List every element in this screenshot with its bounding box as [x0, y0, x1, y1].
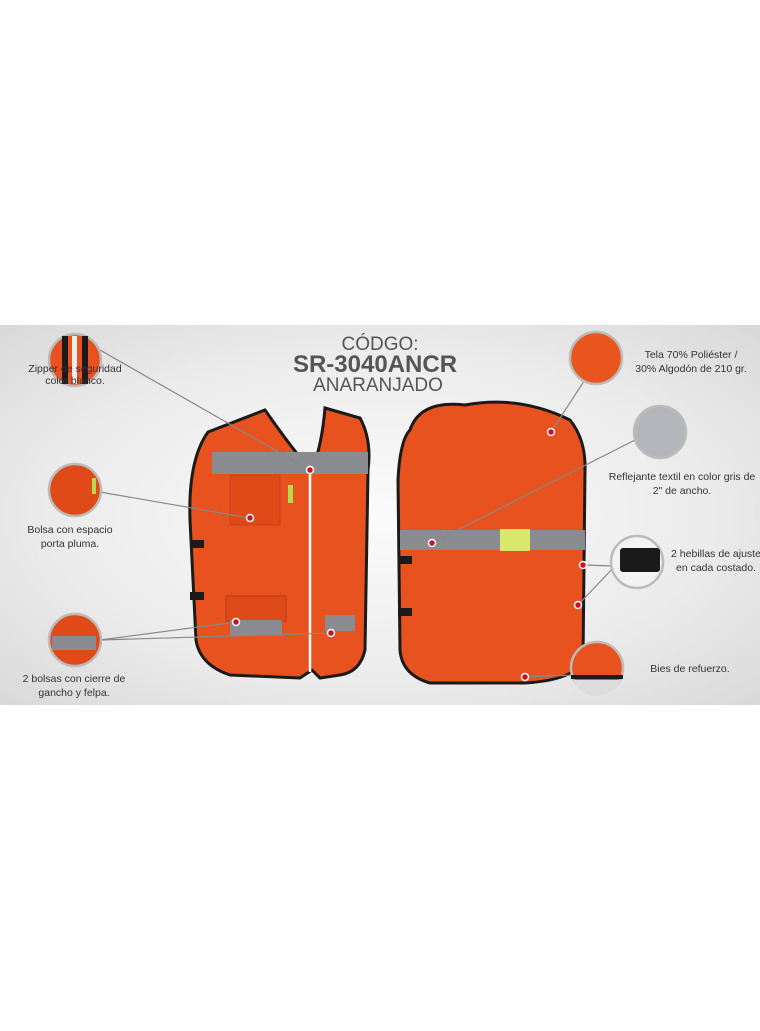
detail-circles — [47, 330, 688, 697]
reflective-stripe — [212, 452, 368, 474]
callout-markers — [231, 427, 588, 682]
fabric-label-1: Tela 70% Poliéster / — [645, 349, 738, 361]
pen-pocket-label-1: Bolsa con espacio — [27, 524, 112, 536]
buckles-label-2: en cada costado. — [676, 562, 756, 574]
reflective-label-2: 2" de ancho. — [653, 485, 712, 497]
fabric-detail — [568, 330, 624, 386]
reflective-detail — [632, 404, 688, 460]
fabric-label-2: 30% Algodón de 210 gr. — [635, 363, 747, 375]
pen-pocket-detail — [47, 462, 103, 518]
callout-lines — [99, 349, 636, 678]
code-label: CÓDGO: — [341, 333, 418, 355]
pockets-label-2: gancho y felpa. — [38, 687, 109, 699]
binding-label: Bies de refuerzo. — [650, 663, 729, 675]
product-banner — [0, 325, 760, 705]
binding-detail — [569, 640, 625, 697]
back-vest — [396, 400, 587, 685]
brand-logo — [500, 529, 530, 551]
reflective-label-1: Reflejante textil en color gris de — [609, 471, 756, 483]
pockets-label-1: 2 bolsas con cierre de — [23, 673, 126, 685]
buckles-label-1: 2 hebillas de ajuste — [671, 548, 760, 560]
buckle-detail — [609, 534, 665, 590]
product-code: SR-3040ANCR — [293, 351, 457, 378]
zipper-label-1: Zipper de seguridad — [28, 363, 122, 375]
chest-pocket — [229, 474, 281, 526]
pockets-detail — [47, 612, 103, 668]
pen-pocket-label-2: porta pluma. — [41, 538, 99, 550]
front-vest — [188, 406, 371, 680]
color-name: ANARANJADO — [313, 375, 443, 396]
zipper-detail — [47, 332, 103, 388]
back-reflective-stripe — [400, 530, 585, 550]
zipper-label-2: color blanco. — [45, 375, 105, 387]
